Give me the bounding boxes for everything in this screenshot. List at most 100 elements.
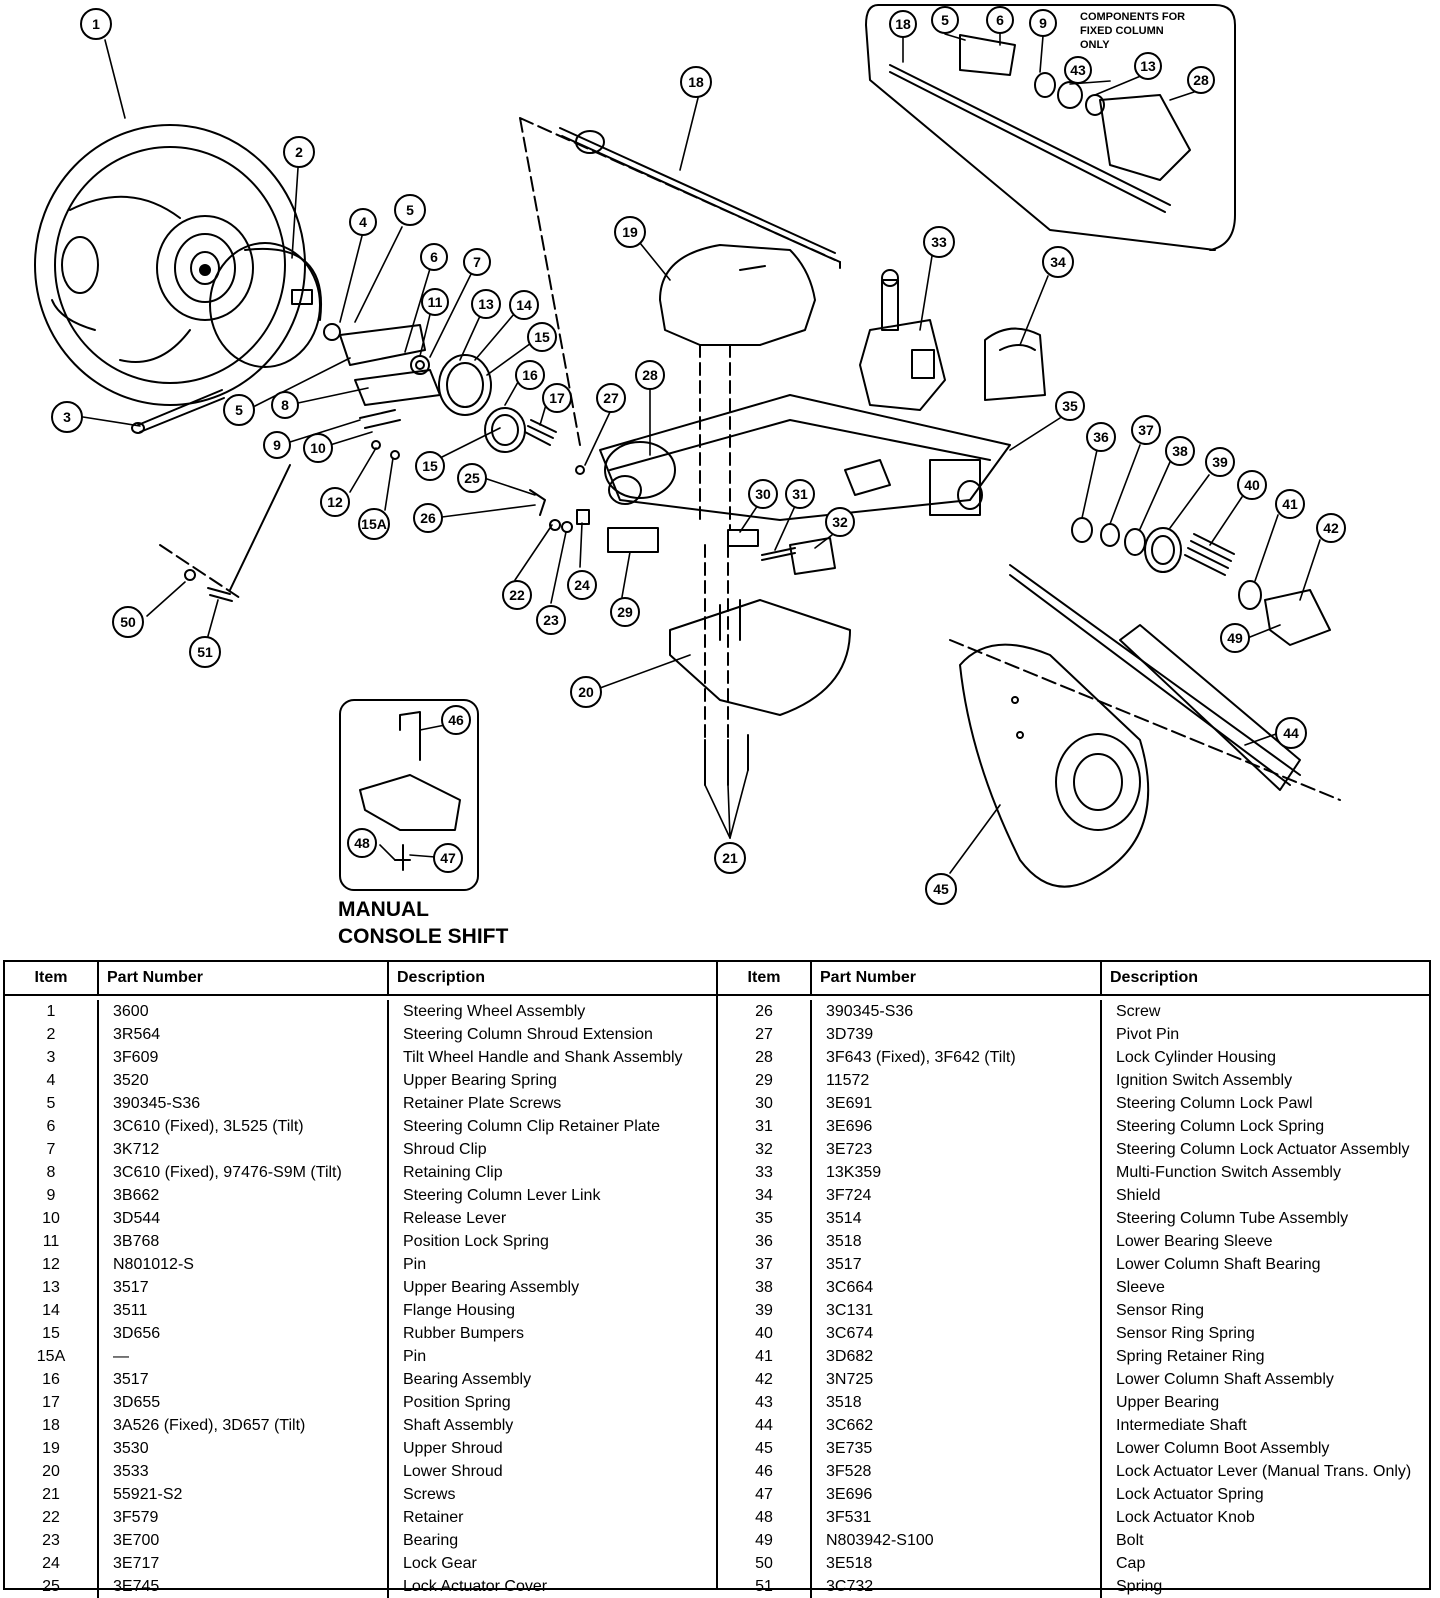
column-tube-drawing	[599, 394, 1011, 521]
callout-14	[509, 290, 539, 320]
cell-part-number: 3C662	[810, 1414, 1100, 1437]
header-item: Item	[747, 969, 781, 986]
callout-number: 26	[420, 510, 436, 526]
cell-item: 38	[755, 1279, 773, 1296]
callout-number: 16	[522, 367, 538, 383]
callout-13	[471, 289, 501, 319]
cell-item: 43	[755, 1394, 773, 1411]
callout-51	[189, 636, 221, 668]
callout-number: 28	[642, 367, 658, 383]
header-item: Item	[34, 969, 68, 986]
cell-part-number: 3D682	[810, 1345, 1100, 1368]
cell-description: Steering Column Lock Spring	[1100, 1115, 1429, 1138]
cell-part-number: 3B662	[97, 1184, 387, 1207]
cell-description: Tilt Wheel Handle and Shank Assembly	[387, 1046, 716, 1069]
callout-m46	[441, 705, 471, 735]
cell-item: 21	[42, 1486, 60, 1503]
cell-part-number: 3C610 (Fixed), 3L525 (Tilt)	[97, 1115, 387, 1138]
cell-description: Shield	[1100, 1184, 1429, 1207]
cell-item: 13	[42, 1279, 60, 1296]
cell-item: 25	[42, 1578, 60, 1595]
cell-description: Bolt	[1100, 1529, 1429, 1552]
cell-description: Spring Retainer Ring	[1100, 1345, 1429, 1368]
callout-38	[1165, 436, 1195, 466]
cell-part-number: 3518	[810, 1230, 1100, 1253]
cell-item: 46	[755, 1463, 773, 1480]
cell-description: Lock Gear	[387, 1552, 716, 1575]
cell-description: Sensor Ring	[1100, 1299, 1429, 1322]
callout-16	[515, 360, 545, 390]
callout-31	[785, 479, 815, 509]
cell-part-number: 3D655	[97, 1391, 387, 1414]
shroud-extension-drawing	[209, 242, 322, 368]
cell-part-number: 3C664	[810, 1276, 1100, 1299]
cell-item: 36	[755, 1233, 773, 1250]
cell-part-number: 3E735	[810, 1437, 1100, 1460]
cell-description: Shaft Assembly	[387, 1414, 716, 1437]
manual-console-shift-title: MANUAL CONSOLE SHIFT	[338, 896, 508, 950]
cell-item: 17	[42, 1394, 60, 1411]
cell-part-number: 3B768	[97, 1230, 387, 1253]
callout-number: 41	[1282, 496, 1298, 512]
cell-description: Steering Column Tube Assembly	[1100, 1207, 1429, 1230]
screws-drawing	[704, 544, 749, 786]
callout-number: 12	[327, 494, 343, 510]
callout-number: 28	[1193, 72, 1209, 88]
callout-4	[349, 208, 377, 236]
callout-number: 35	[1062, 398, 1078, 414]
callout-number: 29	[617, 604, 633, 620]
cell-description: Multi-Function Switch Assembly	[1100, 1161, 1429, 1184]
cell-description: Position Lock Spring	[387, 1230, 716, 1253]
fixed-caption-line: ONLY	[1080, 39, 1110, 51]
header-description: Description	[1100, 962, 1429, 994]
callout-number: 46	[448, 712, 464, 728]
header-part-number: Part Number	[810, 962, 1100, 994]
fixed-caption-line: FIXED COLUMN	[1080, 25, 1164, 37]
callout-number: 5	[235, 402, 243, 418]
cell-description: Screw	[1100, 1000, 1429, 1023]
callout-2	[283, 136, 315, 168]
cell-item: 29	[755, 1072, 773, 1089]
cell-part-number: 3E700	[97, 1529, 387, 1552]
callout-17	[542, 383, 572, 413]
callout-f43	[1064, 56, 1092, 84]
callout-39	[1205, 447, 1235, 477]
callout-number: 43	[1070, 62, 1086, 78]
table-header: Item Part Number Description	[5, 962, 716, 996]
callout-number: 6	[430, 249, 438, 265]
callout-number: 2	[295, 144, 303, 160]
fixed-column-inset-frame	[865, 4, 1236, 251]
callout-15A	[358, 508, 390, 540]
callout-15a	[527, 322, 557, 352]
cell-item: 7	[46, 1141, 56, 1158]
cap-spring-drawing	[159, 464, 291, 602]
callout-number: 30	[755, 486, 771, 502]
cell-description: Release Lever	[387, 1207, 716, 1230]
cell-item: 24	[42, 1555, 60, 1572]
cell-part-number: N803942-S100	[810, 1529, 1100, 1552]
callout-26	[413, 503, 443, 533]
callout-number: 9	[273, 437, 281, 453]
cell-description: Steering Column Clip Retainer Plate	[387, 1115, 716, 1138]
callout-1	[80, 8, 112, 40]
cell-item: 23	[42, 1532, 60, 1549]
cell-description: Pivot Pin	[1100, 1023, 1429, 1046]
cell-part-number: 3533	[97, 1460, 387, 1483]
